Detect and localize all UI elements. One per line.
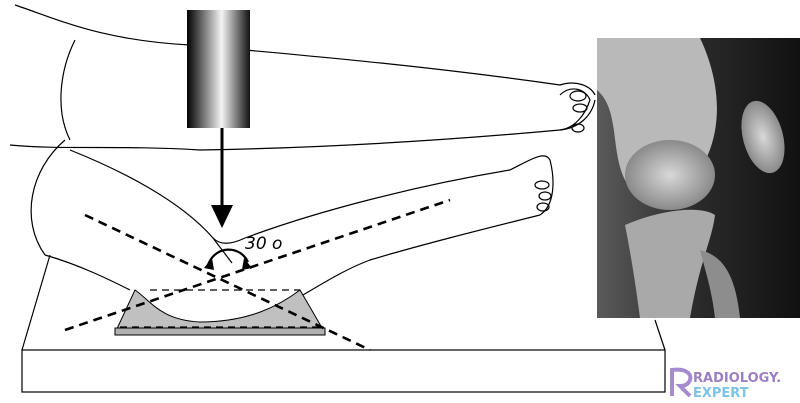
upper-leg [9,4,596,151]
knee-radiograph [597,38,800,318]
table [21,254,666,393]
logo-text-radiology: RADIOLOGY. [693,371,781,386]
dashed-line-beam [84,213,371,352]
angle-arc [204,248,252,270]
logo-text-expert: EXPERT [693,386,749,401]
angle-label: 30 o [245,234,282,254]
dashed-line-tibial-plateau [64,198,451,332]
radiology-expert-logo: RADIOLOGY. EXPERT [670,367,781,401]
xray-tube [187,10,250,128]
beam-arrow [211,128,233,228]
cushion-wedge [114,289,326,336]
